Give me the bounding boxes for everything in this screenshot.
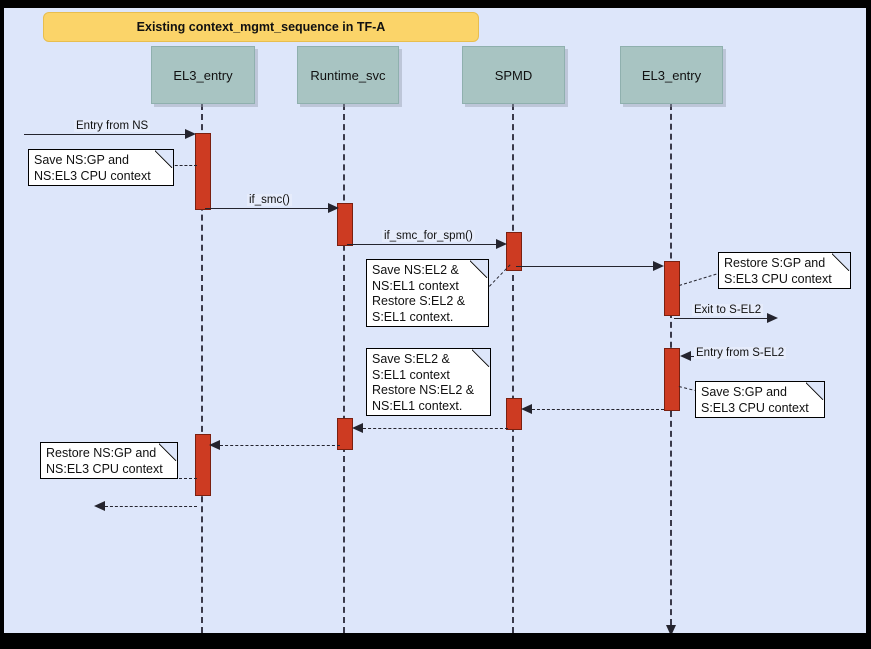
- activation-el3-entry-1: [195, 133, 211, 210]
- note-save-s-gp: Save S:GP and S:EL3 CPU context: [695, 381, 825, 418]
- lifeline-head-label: EL3_entry: [641, 67, 702, 83]
- activation-el3-entry-2-2: [664, 348, 680, 411]
- note-restore-ns-gp: Restore NS:GP and NS:EL3 CPU context: [40, 442, 178, 479]
- message-arrow-entry-from-s-el2-icon: [680, 351, 691, 361]
- note-save-ns-el2: Save NS:EL2 & NS:EL1 context Restore S:E…: [366, 259, 489, 327]
- lifeline-spmd: [512, 104, 514, 633]
- note-text: Save NS:EL2 & NS:EL1 context Restore S:E…: [372, 263, 466, 324]
- lifeline-head-el3-entry-2[interactable]: EL3_entry: [620, 46, 723, 104]
- message-arrow-spmd-to-runtime-return-icon: [352, 423, 363, 433]
- note-connector-restore-s-gp: [679, 272, 722, 286]
- message-line-exit-to-s-el2: [674, 318, 768, 319]
- note-fold-edge-icon: [470, 260, 488, 278]
- note-connector-save-ns-gp: [170, 165, 197, 166]
- note-restore-s-gp: Restore S:GP and S:EL3 CPU context: [718, 252, 851, 289]
- activation-el3-entry-2: [195, 434, 211, 496]
- diagram-title-bar: Existing context_mgmt_sequence in TF-A: [43, 12, 479, 42]
- message-line-el3-to-spmd-return: [532, 409, 664, 410]
- lifeline-end-arrow-icon: [666, 625, 676, 633]
- message-label-exit-to-s-el2: Exit to S-EL2: [692, 304, 764, 316]
- lifeline-head-label: Runtime_svc: [310, 67, 386, 83]
- note-fold-edge-icon: [155, 150, 173, 168]
- note-text: Restore S:GP and S:EL3 CPU context: [724, 256, 832, 286]
- message-arrow-el3-to-spmd-return-icon: [521, 404, 532, 414]
- message-label-entry-from-ns: Entry from NS: [74, 120, 151, 132]
- message-arrow-el3-exit-left-icon: [94, 501, 105, 511]
- message-label-if-smc-for-spm: if_smc_for_spm(): [382, 230, 475, 242]
- lifeline-runtime-svc: [343, 104, 345, 633]
- note-text: Save S:GP and S:EL3 CPU context: [701, 385, 809, 415]
- message-line-el3-exit-left: [105, 506, 197, 507]
- lifeline-head-label: SPMD: [494, 67, 533, 83]
- message-line-runtime-to-el3-return: [220, 445, 340, 446]
- message-arrow-runtime-to-el3-return-icon: [209, 440, 220, 450]
- message-arrow-exit-to-s-el2-icon: [767, 313, 778, 323]
- message-label-entry-from-s-el2: Entry from S-EL2: [694, 347, 787, 359]
- message-line-spmd-to-el3: [516, 266, 654, 267]
- message-arrow-spmd-to-el3-icon: [653, 261, 664, 271]
- activation-el3-entry-2-1: [664, 261, 680, 316]
- message-arrow-if-smc-for-spm-icon: [496, 239, 507, 249]
- message-line-entry-from-ns: [24, 134, 186, 135]
- note-fold-edge-icon: [832, 253, 850, 271]
- activation-runtime-svc-1: [337, 203, 353, 246]
- diagram-title: Existing context_mgmt_sequence in TF-A: [136, 20, 386, 34]
- note-text: Save S:EL2 & S:EL1 context Restore NS:EL…: [372, 352, 475, 413]
- message-arrow-if-smc-icon: [328, 203, 339, 213]
- lifeline-head-spmd[interactable]: SPMD: [462, 46, 565, 104]
- note-fold-edge-icon: [806, 382, 824, 400]
- note-fold-edge-icon: [472, 349, 490, 367]
- activation-spmd-2: [506, 398, 522, 430]
- note-connector-restore-ns-gp: [174, 478, 197, 479]
- message-label-if-smc: if_smc(): [247, 194, 292, 206]
- activation-spmd-1: [506, 232, 522, 271]
- lifeline-head-label: EL3_entry: [173, 67, 233, 83]
- note-fold-edge-icon: [159, 443, 177, 461]
- message-line-if-smc-for-spm: [347, 244, 497, 245]
- lifeline-head-runtime-svc[interactable]: Runtime_svc: [297, 46, 399, 104]
- note-connector-save-ns-el2: [489, 264, 511, 287]
- message-line-spmd-to-runtime-return: [363, 428, 508, 429]
- lifeline-el3-entry: [201, 104, 203, 633]
- activation-runtime-svc-2: [337, 418, 353, 450]
- lifeline-head-el3-entry[interactable]: EL3_entry: [151, 46, 255, 104]
- message-line-if-smc: [205, 208, 329, 209]
- note-text: Save NS:GP and NS:EL3 CPU context: [34, 153, 151, 183]
- note-save-s-el2: Save S:EL2 & S:EL1 context Restore NS:EL…: [366, 348, 491, 416]
- message-arrow-entry-from-ns-icon: [185, 129, 196, 139]
- note-save-ns-gp: Save NS:GP and NS:EL3 CPU context: [28, 149, 174, 186]
- note-text: Restore NS:GP and NS:EL3 CPU context: [46, 446, 163, 476]
- diagram-canvas: Existing context_mgmt_sequence in TF-A E…: [4, 8, 866, 633]
